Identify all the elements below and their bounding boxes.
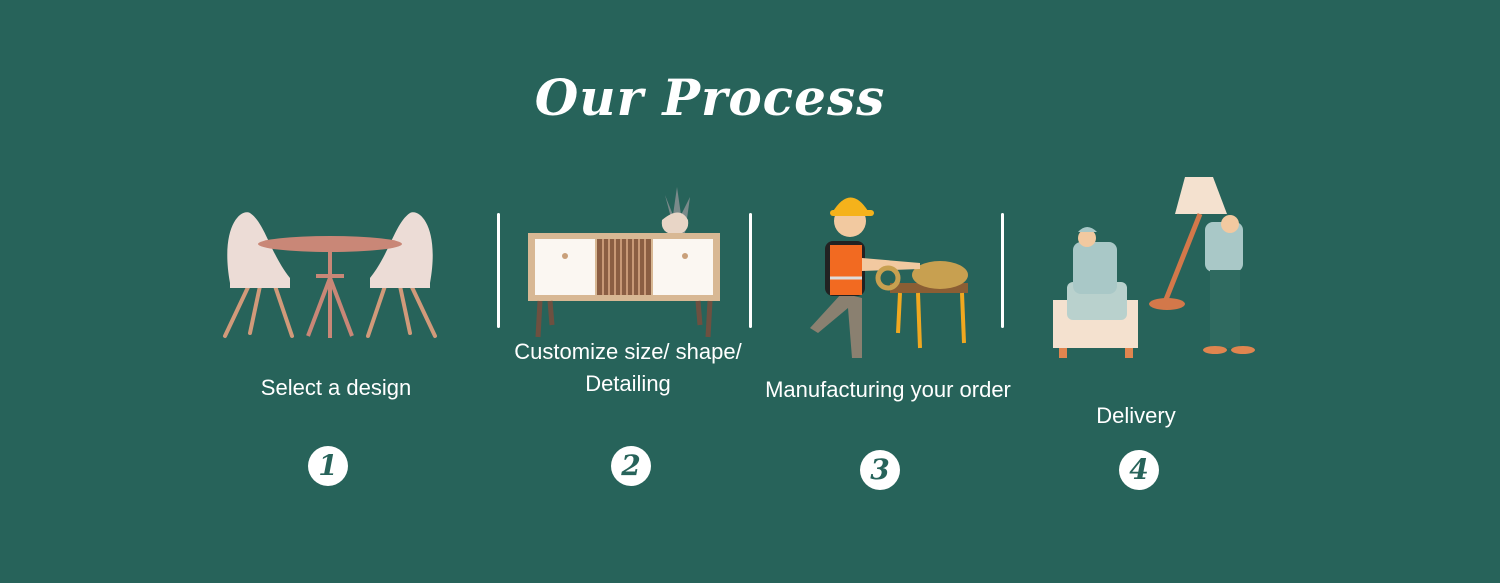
step-number-badge: 3 [860,450,900,490]
step-number-badge: 4 [1119,450,1159,490]
divider [749,213,752,328]
delivery-workers-illustration [1053,177,1255,358]
dining-set-illustration [223,212,437,338]
step-label: Customize size/ shape/ Detailing [514,339,742,396]
page-title: Our Process [534,68,886,127]
step-number-badge: 2 [611,446,651,486]
divider [497,213,500,328]
carpenter-illustration [810,197,968,358]
step-label: Select a design [260,375,412,400]
sideboard-illustration [528,187,720,338]
step-number-badge: 1 [308,446,348,486]
step-label: Delivery [1096,403,1176,428]
step-label: Manufacturing your order [765,377,1011,402]
divider [1001,213,1004,328]
